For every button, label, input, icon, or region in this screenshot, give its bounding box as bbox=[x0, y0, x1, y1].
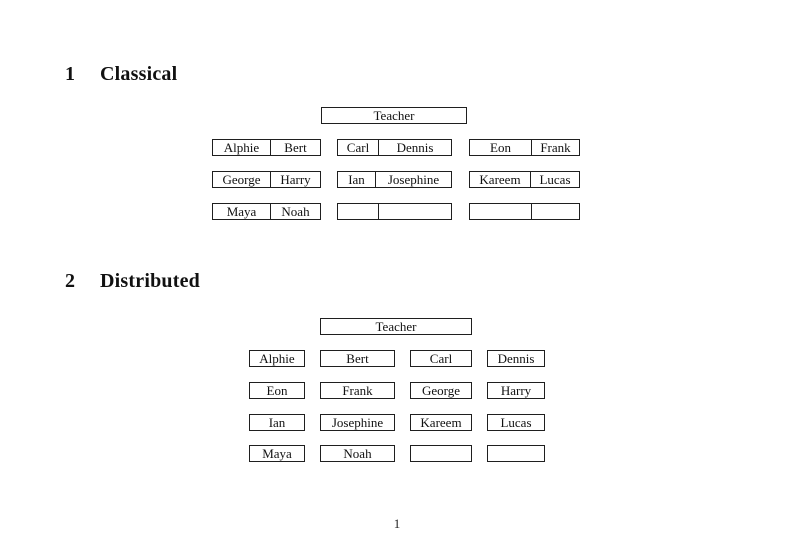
desk-box bbox=[337, 203, 452, 220]
section-number: 1 bbox=[65, 63, 76, 85]
seat-box: Kareem bbox=[410, 414, 472, 431]
seat-cell bbox=[338, 204, 379, 219]
seat-cell bbox=[470, 204, 532, 219]
desk-box: Alphie Bert bbox=[212, 139, 321, 156]
seat-cell bbox=[532, 204, 579, 219]
seat-cell: Frank bbox=[540, 140, 571, 155]
seat-box: Harry bbox=[487, 382, 545, 399]
desk-box: Carl Dennis bbox=[337, 139, 452, 156]
seat-box: Maya bbox=[249, 445, 305, 462]
page-number: 1 bbox=[393, 516, 401, 531]
seat-box: Alphie bbox=[249, 350, 305, 367]
seat-cell: Josephine bbox=[387, 172, 440, 187]
seat-cell: Eon bbox=[470, 140, 532, 155]
seat-box: Carl bbox=[410, 350, 472, 367]
seat-box: Frank bbox=[320, 382, 395, 399]
seat-cell: Ian bbox=[338, 172, 376, 187]
section-number: 2 bbox=[65, 270, 76, 292]
section-title: Classical bbox=[100, 63, 178, 85]
seat-box: George bbox=[410, 382, 472, 399]
seat-box: Josephine bbox=[320, 414, 395, 431]
section-heading-distributed: 2 Distributed bbox=[65, 270, 200, 293]
desk-box: Eon Frank bbox=[469, 139, 580, 156]
seat-cell: Noah bbox=[281, 204, 310, 219]
desk-box: Maya Noah bbox=[212, 203, 321, 220]
seat-cell: Dennis bbox=[396, 140, 434, 155]
seat-box: Eon bbox=[249, 382, 305, 399]
section-title: Distributed bbox=[100, 270, 200, 292]
seat-cell: Lucas bbox=[539, 172, 571, 187]
seat-box: Lucas bbox=[487, 414, 545, 431]
seat-cell: Bert bbox=[284, 140, 307, 155]
seat-cell: Alphie bbox=[213, 140, 271, 155]
seat-cell: Kareem bbox=[470, 172, 531, 187]
section-heading-classical: 1 Classical bbox=[65, 63, 177, 86]
desk-box bbox=[469, 203, 580, 220]
seat-box: Dennis bbox=[487, 350, 545, 367]
seat-box bbox=[410, 445, 472, 462]
teacher-box: Teacher bbox=[320, 318, 472, 335]
desk-box: George Harry bbox=[212, 171, 321, 188]
seat-box bbox=[487, 445, 545, 462]
seat-cell: Harry bbox=[280, 172, 311, 187]
desk-box: Ian Josephine bbox=[337, 171, 452, 188]
seat-cell: Carl bbox=[338, 140, 379, 155]
seat-cell bbox=[379, 204, 451, 219]
teacher-box: Teacher bbox=[321, 107, 467, 124]
seat-cell: Maya bbox=[213, 204, 271, 219]
seat-cell: George bbox=[213, 172, 271, 187]
seat-box: Ian bbox=[249, 414, 305, 431]
seat-box: Noah bbox=[320, 445, 395, 462]
seat-box: Bert bbox=[320, 350, 395, 367]
desk-box: Kareem Lucas bbox=[469, 171, 580, 188]
